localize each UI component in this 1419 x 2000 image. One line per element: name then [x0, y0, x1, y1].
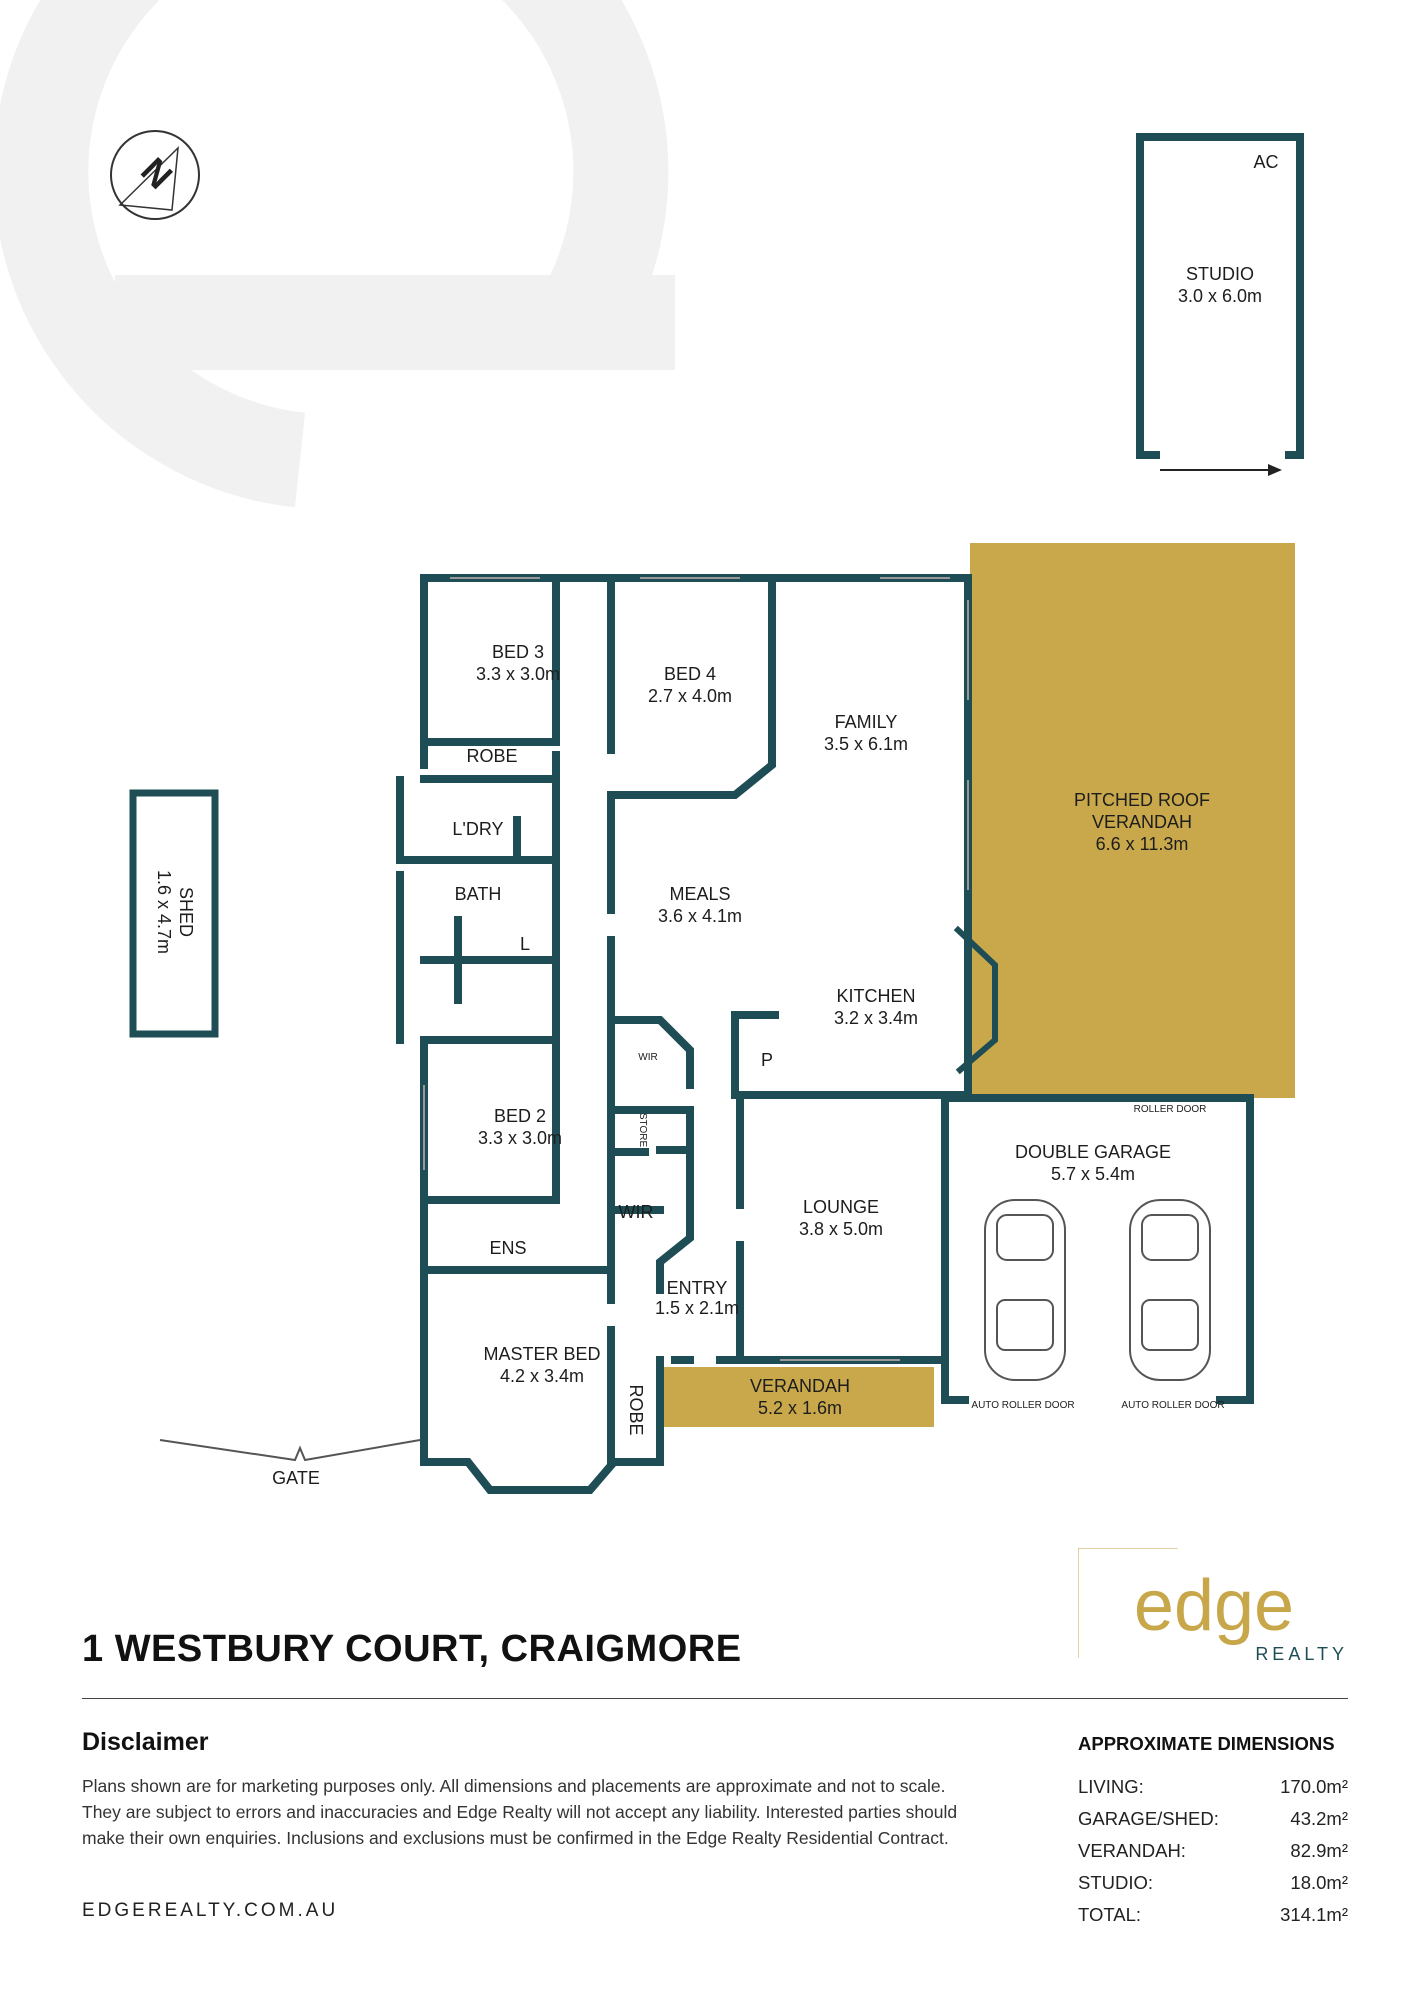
bed4-name: BED 4: [664, 664, 716, 684]
ens-label: ENS: [489, 1238, 526, 1258]
robe-label: ROBE: [466, 746, 517, 766]
front-verandah-area: [664, 1367, 934, 1427]
studio-walls: [1136, 133, 1304, 459]
pitched-line1: PITCHED ROOF: [1074, 790, 1210, 810]
floor-plan: N: [0, 0, 1304, 1494]
shed-size: 1.6 x 4.7m: [154, 870, 174, 954]
family-size: 3.5 x 6.1m: [824, 734, 908, 754]
dimension-label: LIVING:: [1078, 1776, 1144, 1797]
pantry-label: P: [761, 1050, 773, 1070]
bed4-size: 2.7 x 4.0m: [648, 686, 732, 706]
entry-name: ENTRY: [667, 1278, 728, 1298]
master-size: 4.2 x 3.4m: [500, 1366, 584, 1386]
watermark-logo: [0, 0, 675, 508]
bed2-name: BED 2: [494, 1106, 546, 1126]
wir-small-label: WIR: [638, 1052, 657, 1063]
lounge-name: LOUNGE: [803, 1197, 879, 1217]
master-name: MASTER BED: [483, 1344, 600, 1364]
garage-name: DOUBLE GARAGE: [1015, 1142, 1171, 1162]
shed-name: SHED: [176, 887, 196, 937]
laundry-label: L'DRY: [452, 819, 503, 839]
dimension-value: 43.2m²: [1290, 1808, 1348, 1829]
wir-label: WIR: [619, 1202, 654, 1222]
roller-door-label: ROLLER DOOR: [1134, 1104, 1207, 1115]
dimension-row: GARAGE/SHED: 43.2m²: [1078, 1803, 1348, 1835]
property-address: 1 WESTBURY COURT, CRAIGMORE: [82, 1628, 742, 1670]
north-arrow-icon: N: [110, 130, 200, 220]
car-left-icon: [984, 1199, 1066, 1381]
dimension-value: 170.0m²: [1280, 1776, 1348, 1797]
dimension-row: VERANDAH: 82.9m²: [1078, 1835, 1348, 1867]
dimension-label: STUDIO:: [1078, 1872, 1154, 1893]
kitchen-size: 3.2 x 3.4m: [834, 1008, 918, 1028]
bed2-size: 3.3 x 3.0m: [478, 1128, 562, 1148]
studio-size: 3.0 x 6.0m: [1178, 286, 1262, 306]
bath-label: BATH: [455, 884, 502, 904]
linen-label: L: [520, 934, 530, 954]
lounge-size: 3.8 x 5.0m: [799, 1219, 883, 1239]
disclaimer-line: make their own enquiries. Inclusions and…: [82, 1828, 949, 1848]
store-label: STORE: [637, 1113, 648, 1148]
brand-wordmark: edge: [1134, 1566, 1294, 1646]
dimension-row: STUDIO: 18.0m²: [1078, 1867, 1348, 1899]
verandah-size: 5.2 x 1.6m: [758, 1398, 842, 1418]
dimension-row: LIVING: 170.0m²: [1078, 1771, 1348, 1803]
car-right-icon: [1129, 1199, 1211, 1381]
brand-tagline: REALTY: [1255, 1644, 1348, 1664]
garage-size: 5.7 x 5.4m: [1051, 1164, 1135, 1184]
disclaimer-title: Disclaimer: [82, 1728, 209, 1756]
auto-roller-door-right: AUTO ROLLER DOOR: [1121, 1400, 1224, 1411]
meals-name: MEALS: [669, 884, 730, 904]
bed3-size: 3.3 x 3.0m: [476, 664, 560, 684]
room-labels: BED 3 3.3 x 3.0m BED 4 2.7 x 4.0m FAMILY…: [154, 152, 1279, 1488]
dimension-value: 18.0m²: [1290, 1872, 1348, 1893]
edge-realty-logo: edge REALTY: [1078, 1548, 1348, 1664]
dimension-value: 82.9m²: [1290, 1840, 1348, 1861]
dimension-label: VERANDAH:: [1078, 1840, 1186, 1861]
meals-size: 3.6 x 4.1m: [658, 906, 742, 926]
house-walls: [396, 574, 1254, 1494]
disclaimer-text: Plans shown are for marketing purposes o…: [82, 1773, 1012, 1851]
divider: [82, 1698, 1348, 1699]
kitchen-name: KITCHEN: [836, 986, 915, 1006]
gate: [159, 1439, 421, 1462]
gate-label: GATE: [272, 1468, 320, 1488]
disclaimer-line: They are subject to errors and inaccurac…: [82, 1802, 958, 1822]
dimensions-title: APPROXIMATE DIMENSIONS: [1078, 1733, 1335, 1754]
windows: [423, 577, 969, 1361]
dimension-label: GARAGE/SHED:: [1078, 1808, 1219, 1829]
pitched-size: 6.6 x 11.3m: [1096, 834, 1189, 854]
pitched-verandah-area: [970, 543, 1295, 1098]
dimension-label: TOTAL:: [1078, 1904, 1142, 1925]
studio-name: STUDIO: [1186, 264, 1254, 284]
dimensions-table: APPROXIMATE DIMENSIONS LIVING: 170.0m² G…: [1078, 1733, 1348, 1931]
family-name: FAMILY: [835, 712, 898, 732]
verandah-name: VERANDAH: [750, 1376, 850, 1396]
disclaimer-line: Plans shown are for marketing purposes o…: [82, 1776, 946, 1796]
dimension-value: 314.1m²: [1280, 1904, 1348, 1925]
bed3-name: BED 3: [492, 642, 544, 662]
dimension-row: TOTAL: 314.1m²: [1078, 1899, 1348, 1931]
shed-walls: [129, 789, 219, 1038]
pitched-line2: VERANDAH: [1092, 812, 1192, 832]
entry-size: 1.5 x 2.1m: [655, 1298, 739, 1318]
robe-master-label: ROBE: [626, 1384, 646, 1435]
website-link[interactable]: EDGEREALTY.COM.AU: [82, 1900, 339, 1921]
ac-label: AC: [1253, 152, 1278, 172]
auto-roller-door-left: AUTO ROLLER DOOR: [971, 1400, 1074, 1411]
